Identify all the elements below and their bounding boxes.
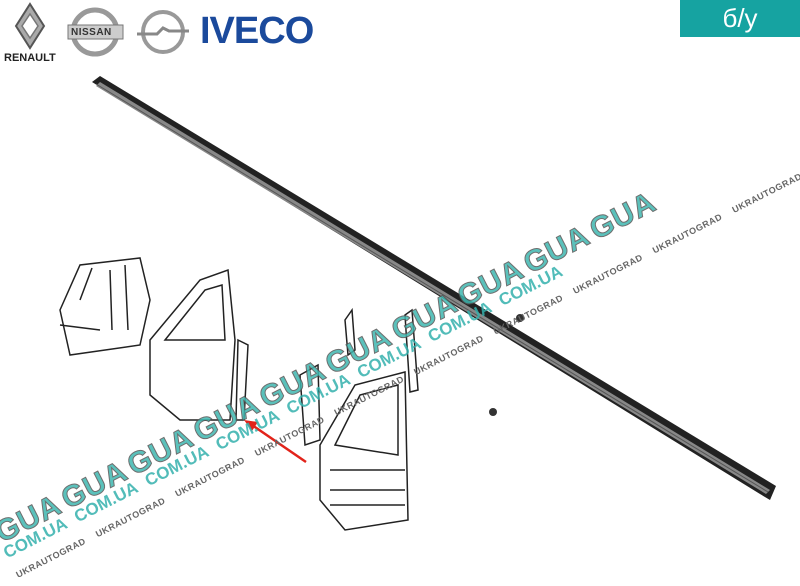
nissan-label: NISSAN [71,27,112,38]
renault-logo-icon [14,2,46,50]
watermark-site: UKRAUTOGRAD [14,535,88,580]
van-illustration [59,257,151,356]
iveco-logo: IVECO [200,10,314,52]
used-badge: б/у [680,0,800,37]
renault-label: RENAULT [4,52,56,64]
door-diagram [149,268,419,531]
window-rail [92,76,776,500]
part-drawing [59,76,776,531]
red-arrow-icon [244,420,307,464]
nissan-logo-icon [67,7,124,57]
opel-logo-icon [137,10,189,54]
brand-logos: RENAULT NISSAN IVECO [0,0,330,70]
